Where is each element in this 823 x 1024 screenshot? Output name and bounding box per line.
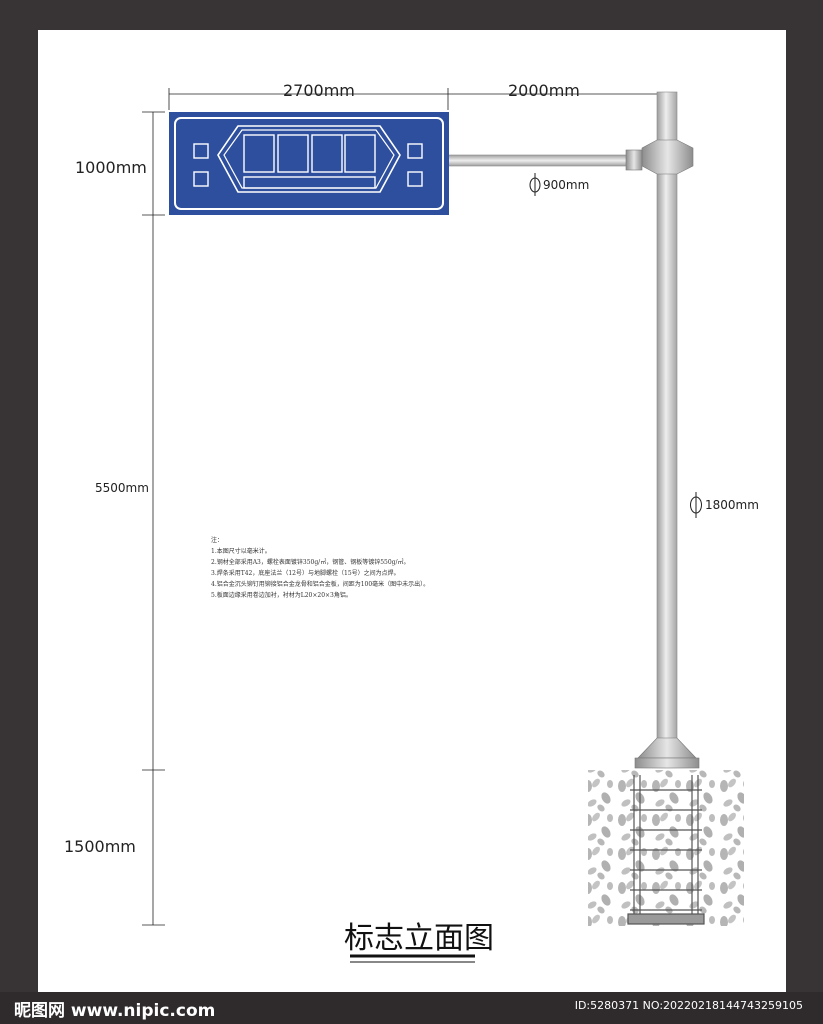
note-line: 注： [211,537,224,544]
rebar-cage [627,775,705,925]
note-line: 2.钢材全部采用A3，螺栓表面镀锌350g/㎡，钢管、钢板等镀锌550g/㎡。 [211,559,410,566]
clearance-height-label: 5500mm [95,481,149,495]
note-line: 5.板面边缘采用卷边加衬，衬材为L20×20×3角铝。 [211,592,352,599]
site-logo[interactable]: 昵图网 www.nipic.com [14,1001,216,1021]
sign-height-label: 1000mm [75,158,147,177]
left-dimension-line [142,111,165,926]
design-notes: 注： 1.本图尺寸以毫米计。 2.钢材全部采用A3，螺栓表面镀锌350g/㎡，钢… [211,535,511,601]
image-id-text: ID:5280371 NO:20220218144743259105 [574,999,803,1012]
sign-width-label: 2700mm [283,81,355,100]
foundation-depth-label: 1500mm [64,837,136,856]
arm-clamp-flange [641,139,694,175]
sign-panel [169,112,449,215]
note-line: 4.铝合金沉头铆钉用铆接铝合金龙骨和铝合金板，间距为100毫米（图中未示出）。 [211,581,430,588]
pole-diameter-label: 1800mm [705,498,759,512]
main-pole [656,91,678,743]
note-line: 1.本图尺寸以毫米计。 [211,548,271,555]
drawing-sheet: 2700mm 2000mm 1000mm 5500mm 1500mm [38,30,786,992]
concrete-foundation [588,770,744,926]
cantilever-arm [447,154,629,167]
drawing-title: 标志立面图 [344,921,494,956]
arm-diameter-marker [529,173,541,196]
top-dimension-line [168,88,658,110]
arm-diameter-label: 900mm [543,178,589,192]
base-flange [637,737,697,759]
watermark-footer: 昵图网 www.nipic.com ID:5280371 NO:20220218… [0,992,823,1024]
pole-diameter-marker [690,492,702,518]
sign-elevation-drawing: 2700mm 2000mm 1000mm 5500mm 1500mm [64,81,759,963]
note-line: 3.焊条采用T42，底座法兰（12号）与地脚螺栓（15号）之间为点焊。 [211,570,400,577]
arm-length-label: 2000mm [508,81,580,100]
